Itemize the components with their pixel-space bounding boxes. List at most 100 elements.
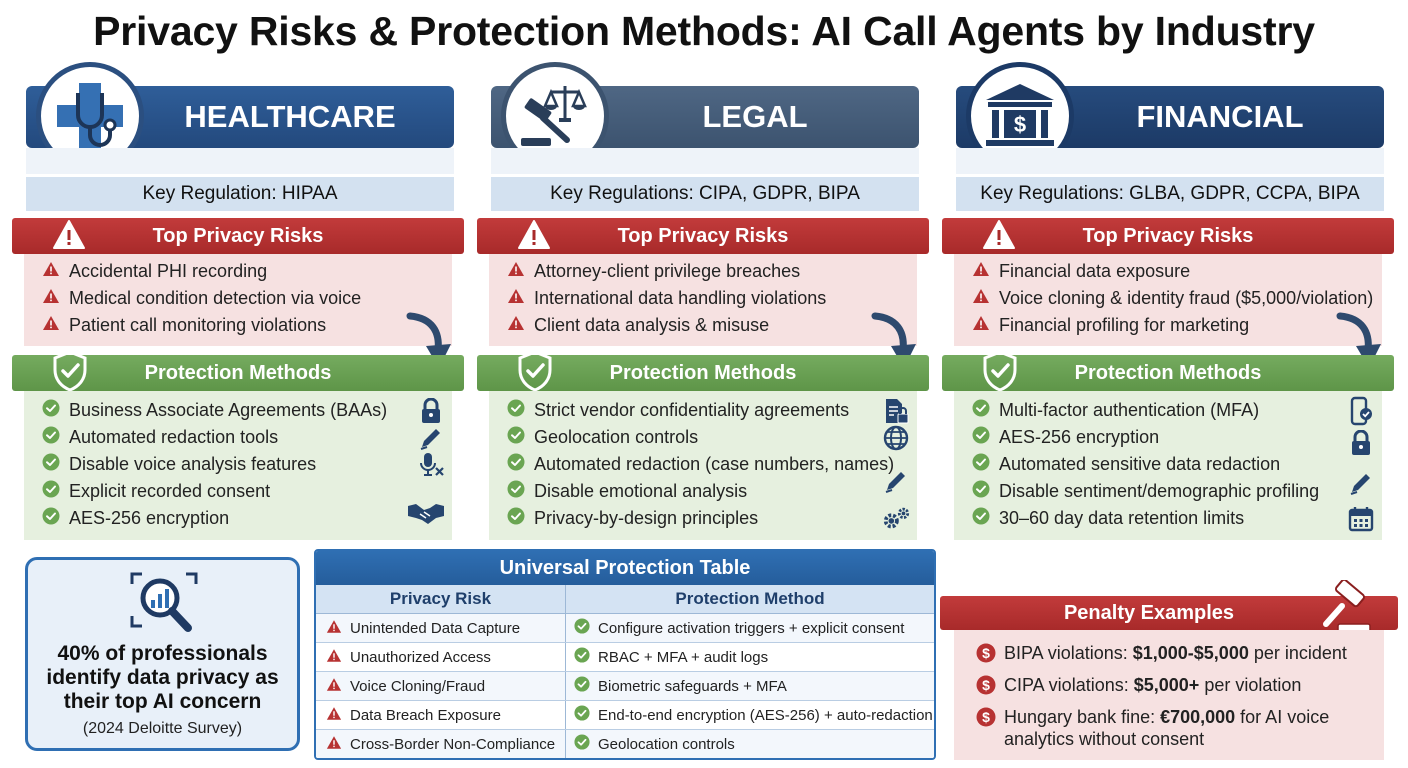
protection-text: Automated redaction (case numbers, names… xyxy=(534,454,895,474)
warning-icon xyxy=(326,677,342,696)
protection-text: 30–60 day data retention limits xyxy=(999,508,1245,528)
protection-text: Automated sensitive data redaction xyxy=(999,454,1281,474)
warning-icon xyxy=(326,619,342,638)
handshake-icon xyxy=(406,493,446,533)
svg-text:$: $ xyxy=(982,709,990,725)
protection-text: Strict vendor confidentiality agreements xyxy=(534,400,850,420)
magnifier-chart-icon xyxy=(128,570,200,641)
header-underlay xyxy=(26,148,454,174)
industry-column-healthcare: HEALTHCARE Key Regulation: HIPAA Top Pri… xyxy=(12,62,464,540)
protection-text: Disable sentiment/demographic profiling xyxy=(999,481,1320,501)
dollar-circle-icon: $ xyxy=(976,643,996,668)
check-circle-icon xyxy=(972,480,990,503)
check-circle-icon xyxy=(574,676,590,696)
check-circle-icon xyxy=(574,647,590,667)
risk-text: Accidental PHI recording xyxy=(69,261,268,281)
key-regulation: Key Regulations: GLBA, GDPR, CCPA, BIPA xyxy=(956,177,1384,211)
penalty-header: Penalty Examples xyxy=(940,596,1398,630)
pen-icon xyxy=(416,425,446,451)
risk-text: Client data analysis & misuse xyxy=(534,315,770,335)
risk-cell: Data Breach Exposure xyxy=(316,701,566,729)
list-item: International data handling violations xyxy=(507,285,917,312)
list-item: Strict vendor confidentiality agreements xyxy=(507,397,917,424)
risk-cell-text: Data Breach Exposure xyxy=(350,706,501,724)
risks-title: Top Privacy Risks xyxy=(1082,224,1254,247)
check-circle-icon xyxy=(574,734,590,754)
shield-check-icon xyxy=(52,350,88,398)
risk-cell-text: Voice Cloning/Fraud xyxy=(350,677,486,695)
list-item: Automated sensitive data redaction xyxy=(972,451,1382,478)
penalty-text: BIPA violations: $1,000-$5,000 per incid… xyxy=(1004,642,1347,664)
risk-text: Patient call monitoring violations xyxy=(69,315,327,335)
list-item: AES-256 encryption xyxy=(972,424,1382,455)
list-item: Accidental PHI recording xyxy=(42,258,452,285)
method-cell-text: Biometric safeguards + MFA xyxy=(598,677,787,695)
protection-text: Privacy-by-design principles xyxy=(534,508,759,528)
check-circle-icon xyxy=(42,507,60,530)
list-item: $ CIPA violations: $5,000+ per violation xyxy=(976,674,1384,700)
penalty-suffix: per incident xyxy=(1248,643,1347,663)
key-regulation: Key Regulation: HIPAA xyxy=(26,177,454,211)
protections-panel: Protection Methods Strict vendor confide… xyxy=(477,350,929,540)
penalty-text: Hungary bank fine: €700,000 for AI voice… xyxy=(1004,706,1384,750)
risk-cell-text: Unauthorized Access xyxy=(350,648,491,666)
penalty-prefix: BIPA violations: xyxy=(1004,643,1133,663)
dollar-circle-icon: $ xyxy=(976,707,996,732)
universal-protection-table: Universal Protection Table Privacy Risk … xyxy=(314,549,936,760)
check-circle-icon xyxy=(972,426,990,449)
dollar-circle-icon: $ xyxy=(976,675,996,700)
stat-line: their top AI concern xyxy=(63,690,262,713)
check-circle-icon xyxy=(972,399,990,422)
list-item: Geolocation controls xyxy=(507,424,917,451)
warning-icon xyxy=(972,288,990,309)
protections-title: Protection Methods xyxy=(609,361,797,384)
list-item: Automated redaction tools xyxy=(42,424,452,451)
risks-header: Top Privacy Risks xyxy=(477,218,929,254)
penalty-prefix: CIPA violations: xyxy=(1004,675,1134,695)
check-circle-icon xyxy=(972,507,990,530)
protection-text: AES-256 encryption xyxy=(69,508,230,528)
key-regulation: Key Regulations: CIPA, GDPR, BIPA xyxy=(491,177,919,211)
check-circle-icon xyxy=(42,453,60,476)
risks-list: Attorney-client privilege breaches Inter… xyxy=(489,254,917,346)
mic-off-icon xyxy=(416,452,446,478)
risk-cell: Unintended Data Capture xyxy=(316,614,566,642)
list-item: $ BIPA violations: $1,000-$5,000 per inc… xyxy=(976,642,1384,668)
method-cell: Configure activation triggers + explicit… xyxy=(566,614,934,642)
check-circle-icon xyxy=(42,399,60,422)
table-header-cell: Privacy Risk xyxy=(316,585,566,613)
penalty-title: Penalty Examples xyxy=(1063,601,1235,624)
protections-list: Multi-factor authentication (MFA) AES-25… xyxy=(954,391,1382,540)
protection-text: Multi-factor authentication (MFA) xyxy=(999,400,1260,420)
page-title: Privacy Risks & Protection Methods: AI C… xyxy=(93,8,1315,54)
list-item: AES-256 encryption xyxy=(42,504,452,532)
warning-icon xyxy=(972,261,990,282)
check-circle-icon xyxy=(42,426,60,449)
risks-panel: Top Privacy Risks Accidental PHI recordi… xyxy=(12,218,464,346)
phone-check-icon xyxy=(1346,396,1376,426)
list-item: Financial data exposure xyxy=(972,258,1382,285)
warning-icon xyxy=(982,219,1016,257)
risks-title: Top Privacy Risks xyxy=(152,224,324,247)
penalty-prefix: Hungary bank fine: xyxy=(1004,707,1161,727)
risk-text: Financial data exposure xyxy=(999,261,1191,281)
globe-icon xyxy=(881,425,911,451)
table-header-row: Privacy Risk Protection Method xyxy=(316,585,934,614)
protections-header: Protection Methods xyxy=(477,350,929,392)
list-item: Client data analysis & misuse xyxy=(507,312,917,339)
warning-icon xyxy=(42,261,60,282)
list-item: Disable emotional analysis xyxy=(507,472,917,505)
list-item: Patient call monitoring violations xyxy=(42,312,452,339)
check-circle-icon xyxy=(507,453,525,476)
protections-panel: Protection Methods Multi-factor authenti… xyxy=(942,350,1394,540)
risk-text: International data handling violations xyxy=(534,288,827,308)
risks-list: Accidental PHI recording Medical conditi… xyxy=(24,254,452,346)
shield-check-icon xyxy=(982,350,1018,398)
list-item: Explicit recorded consent xyxy=(42,478,452,505)
survey-stat-card: 40% of professionals identify data priva… xyxy=(25,557,300,751)
protection-text: Disable emotional analysis xyxy=(534,481,748,501)
svg-text:$: $ xyxy=(1014,112,1026,137)
